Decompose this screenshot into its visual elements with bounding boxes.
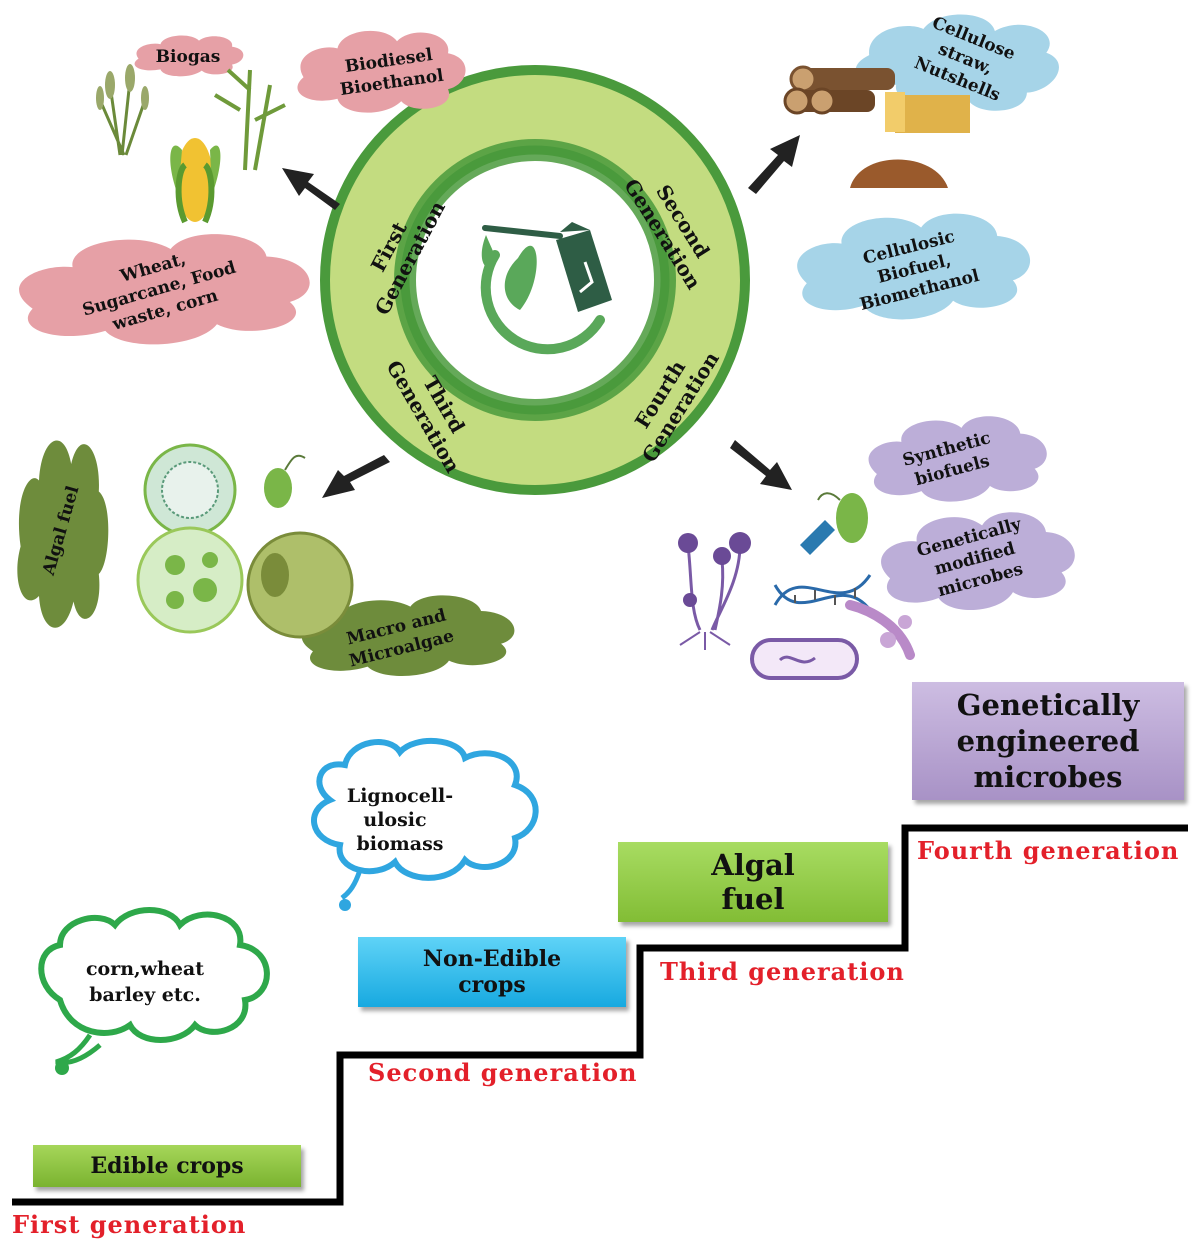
algae-cells-illustration (136, 443, 354, 639)
label-fourth-generation: Fourth generation (917, 836, 1180, 865)
wheat-sugarcane-corn-illustration (96, 64, 286, 224)
cloud-biodiesel: BiodieselBioethanol (297, 30, 466, 113)
cloud-biogas: Biogas (134, 35, 244, 77)
svg-text:Syntheticbiofuels: Syntheticbiofuels (900, 428, 998, 492)
svg-text:CellulosicBiofuel,Biomethanol: CellulosicBiofuel,Biomethanol (847, 223, 982, 315)
label-first-generation: First generation (12, 1210, 247, 1239)
svg-text:Biogas: Biogas (156, 47, 221, 67)
arrow-second (748, 135, 800, 194)
box-edible-crops: Edible crops (33, 1145, 301, 1187)
arrow-first (282, 168, 340, 210)
arrow-third (322, 455, 390, 498)
box-genetically-engineered-microbes: Genetically engineered microbes (912, 682, 1184, 800)
label-third-generation: Third generation (660, 957, 905, 986)
label-second-generation: Second generation (368, 1058, 638, 1087)
box-algal-fuel: Algal fuel (618, 842, 888, 922)
cloud-algal-fuel: Algal fuel (17, 440, 109, 628)
cloud-macro-microalgae: Macro andMicroalgae (279, 588, 537, 685)
cloud-synthetic-biofuels: Syntheticbiofuels (852, 409, 1063, 510)
cloud-gm-microbes: Geneticallymodifiedmicrobes (863, 504, 1092, 619)
microbes-dna-illustration (678, 492, 915, 680)
biofuel-pump-icon (480, 222, 612, 355)
generation-wheel (320, 65, 750, 495)
cloud-first-feedstock: Wheat,Sugarcane, Foodwaste, corn (0, 225, 336, 355)
box-non-edible-crops: Non-Edible crops (358, 937, 626, 1007)
biofuel-generations-diagram: FirstGeneration SecondGeneration ThirdGe… (0, 2, 1092, 685)
arrow-fourth (730, 440, 792, 490)
staircase-line (12, 824, 1188, 1206)
logs-straw-nutshells-illustration (783, 65, 970, 188)
cloud-cellulosic: CellulosicBiofuel,Biomethanol (778, 206, 1048, 328)
